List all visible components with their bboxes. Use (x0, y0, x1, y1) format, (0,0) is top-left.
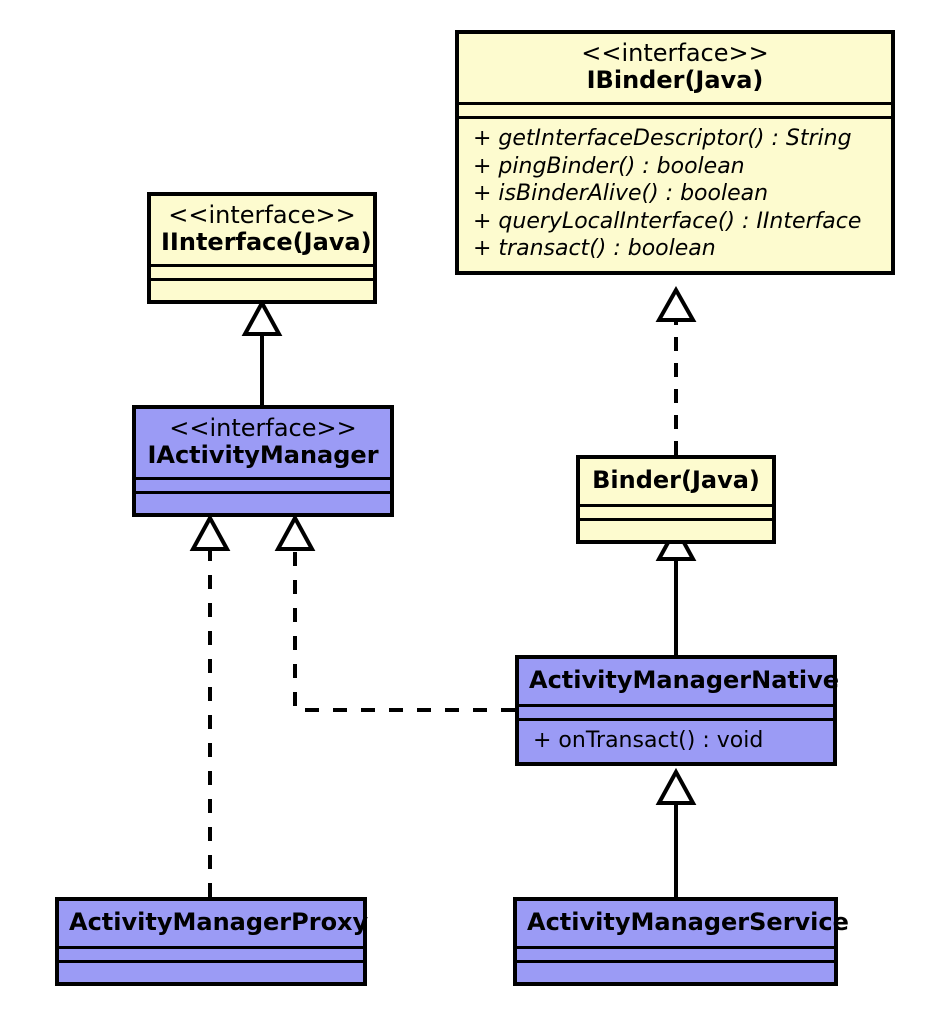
operations-compartment (136, 491, 390, 513)
operation-row: + queryLocalInterface() : IInterface (473, 208, 862, 234)
class-box-ibinder[interactable]: <<interface>> IBinder(Java) + getInterfa… (455, 30, 895, 275)
class-name-compartment: <<interface>> IInterface(Java) (151, 196, 373, 264)
edge-binder-realizes-ibinder (655, 285, 697, 455)
stereotype-label: <<interface>> (169, 414, 357, 442)
class-box-activitymanagerproxy[interactable]: ActivityManagerProxy (55, 897, 369, 986)
hollow-triangle-arrowhead (274, 513, 316, 551)
edge-activitymanagerproxy-realizes-iactivitymanager (189, 513, 231, 897)
class-title: IBinder(Java) (586, 65, 764, 94)
class-box-activitymanagernative[interactable]: ActivityManagerNative + onTransact() : v… (515, 655, 840, 767)
attributes-compartment (519, 703, 833, 718)
class-name-compartment: <<interface>> IActivityManager (136, 409, 390, 477)
edge-activitymanagerservice-extends-activitymanagernative (655, 767, 697, 900)
operations-compartment (580, 517, 772, 540)
edge-iactivitymanager-extends-iinterface (241, 298, 283, 405)
attributes-compartment (151, 264, 373, 278)
edge-line (293, 548, 515, 712)
stereotype-label: <<interface>> (581, 39, 769, 67)
operations-compartment: + getInterfaceDescriptor() : String + pi… (459, 116, 891, 271)
class-box-activitymanagerservice[interactable]: ActivityManagerService (513, 897, 849, 986)
class-name-compartment: ActivityManagerProxy (59, 901, 369, 946)
hollow-triangle-arrowhead (655, 285, 697, 322)
edge-activitymanagernative-realizes-iactivitymanager (274, 513, 515, 712)
attributes-compartment (580, 503, 772, 518)
operations-compartment (59, 959, 363, 982)
class-title: Binder(Java) (592, 466, 760, 494)
operation-row: + pingBinder() : boolean (473, 153, 745, 179)
class-name-compartment: <<interface>> IBinder(Java) (459, 34, 891, 102)
hollow-triangle-arrowhead (189, 513, 231, 551)
operation-row: + getInterfaceDescriptor() : String (473, 126, 852, 152)
class-title: IActivityManager (147, 440, 379, 469)
class-title: IInterface(Java) (161, 227, 372, 256)
operation-row: + isBinderAlive() : boolean (473, 181, 769, 207)
class-name-compartment: ActivityManagerService (517, 901, 849, 946)
operations-compartment: + onTransact() : void (519, 717, 833, 763)
stereotype-label: <<interface>> (168, 201, 356, 229)
attributes-compartment (517, 945, 834, 960)
operations-compartment (517, 959, 834, 982)
class-box-binder[interactable]: Binder(Java) (576, 455, 776, 544)
class-name-compartment: Binder(Java) (580, 459, 772, 504)
class-box-iinterface[interactable]: <<interface>> IInterface(Java) (147, 192, 377, 305)
hollow-triangle-arrowhead (655, 767, 697, 805)
class-title: ActivityManagerService (527, 908, 849, 936)
operations-compartment (151, 278, 373, 300)
hollow-triangle-arrowhead (241, 298, 283, 336)
operation-row: + onTransact() : void (533, 727, 764, 753)
attributes-compartment (459, 102, 891, 116)
class-title: ActivityManagerProxy (69, 908, 369, 936)
class-box-iactivitymanager[interactable]: <<interface>> IActivityManager (132, 405, 394, 518)
operation-row: + transact() : boolean (473, 236, 716, 262)
class-name-compartment: ActivityManagerNative (519, 659, 840, 704)
attributes-compartment (136, 477, 390, 491)
attributes-compartment (59, 945, 363, 960)
edge-activitymanagernative-extends-binder (655, 523, 697, 655)
class-title: ActivityManagerNative (529, 666, 840, 694)
